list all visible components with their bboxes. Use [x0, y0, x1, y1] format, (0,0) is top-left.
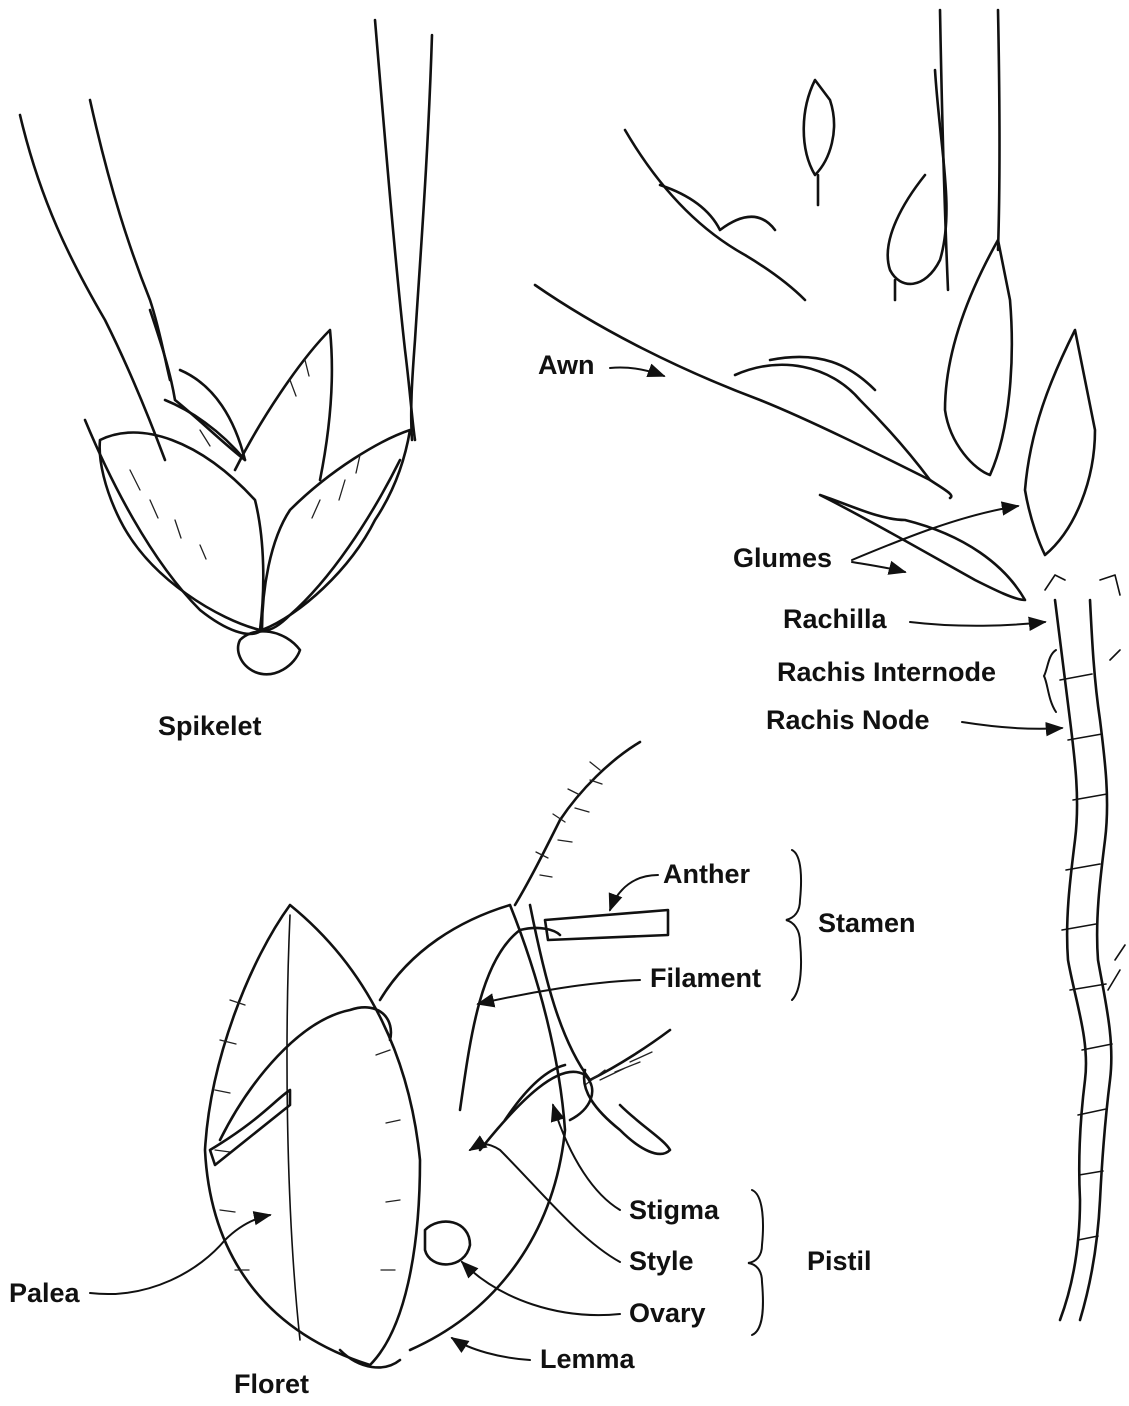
rachis-internode-label: Rachis Internode — [777, 657, 996, 687]
ovary-label: Ovary — [629, 1298, 706, 1328]
stigma-label: Stigma — [629, 1195, 720, 1225]
style-label: Style — [629, 1246, 694, 1276]
spikelet-label: Spikelet — [158, 711, 262, 741]
floret-label: Floret — [234, 1369, 309, 1399]
rachis-node-label: Rachis Node — [766, 705, 930, 735]
anther-label: Anther — [663, 859, 750, 889]
rachilla-label: Rachilla — [783, 604, 888, 634]
filament-label: Filament — [650, 963, 761, 993]
glumes-label: Glumes — [733, 543, 832, 573]
anther-leader — [610, 875, 658, 910]
rachis-internode-brace — [1044, 650, 1056, 712]
stamen-label: Stamen — [818, 908, 916, 938]
glumes-leader-lower — [852, 562, 905, 572]
style-leader — [470, 1144, 620, 1262]
rachilla-leader — [910, 622, 1045, 626]
pistil-label: Pistil — [807, 1246, 872, 1276]
filament-leader — [478, 980, 640, 1004]
palea-leader — [90, 1215, 270, 1294]
palea-label: Palea — [9, 1278, 81, 1308]
pistil-brace — [748, 1190, 763, 1335]
awn-leader — [610, 367, 664, 376]
spikelet-drawing — [20, 20, 432, 674]
lemma-label: Lemma — [540, 1344, 636, 1374]
lemma-leader — [452, 1338, 530, 1360]
stamen-brace — [786, 850, 801, 1000]
rachis-node-leader — [962, 722, 1062, 729]
ovary-leader — [462, 1262, 620, 1315]
awn-label: Awn — [538, 350, 595, 380]
floret-drawing — [205, 742, 670, 1367]
